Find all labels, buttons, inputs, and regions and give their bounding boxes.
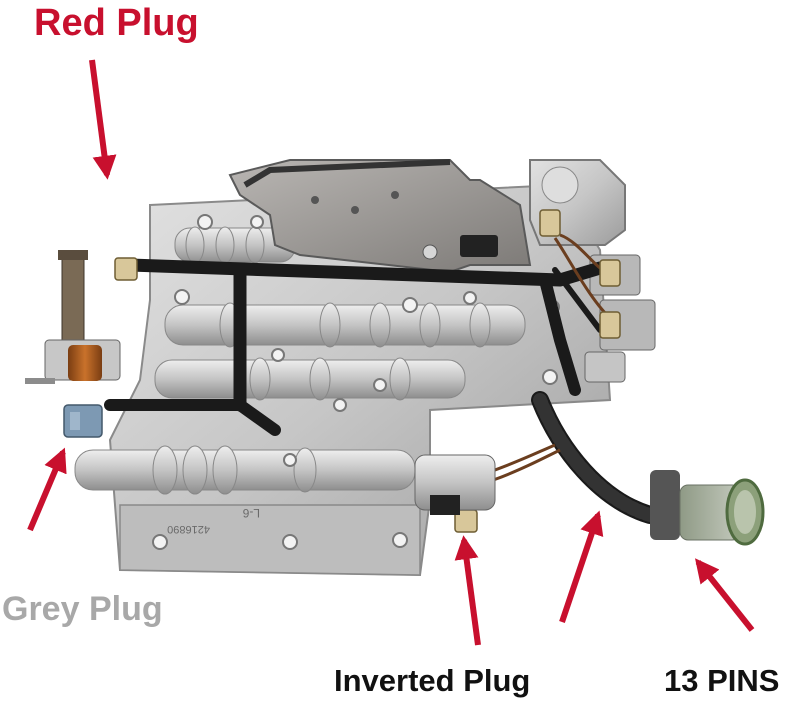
svg-text:4216890: 4216890	[167, 523, 210, 535]
thirteen-pins-label: 13 PINS	[664, 663, 780, 698]
inverted-plug-arrow	[454, 535, 481, 646]
svg-text:L-6: L-6	[242, 506, 260, 520]
callout-arrows	[27, 59, 755, 646]
harness-arrow	[559, 510, 604, 623]
red-plug-label: Red Plug	[34, 2, 199, 44]
grey-plug-label: Grey Plug	[2, 590, 163, 628]
casting-markings: 4216890 L-6	[167, 506, 260, 535]
thirteen-pin-connector	[650, 470, 765, 546]
inverted-plug-label: Inverted Plug	[334, 663, 531, 698]
spool-bottom	[74, 445, 416, 495]
inverted-plug-solenoid	[414, 454, 496, 515]
wiring-harness	[104, 258, 659, 524]
grey-plug-arrow	[27, 447, 67, 532]
bolt-holes	[152, 214, 560, 550]
grey-plug-connector	[63, 404, 103, 438]
thirteen-pins-arrow	[695, 558, 755, 632]
red-plug-arrow	[89, 59, 117, 180]
spool-middle	[164, 302, 526, 348]
valve-spools	[74, 226, 526, 495]
spool-lower-middle	[154, 357, 466, 401]
tcc-solenoid	[25, 250, 121, 384]
tan-connectors	[114, 209, 621, 533]
solenoid-cover-plate	[228, 159, 532, 274]
